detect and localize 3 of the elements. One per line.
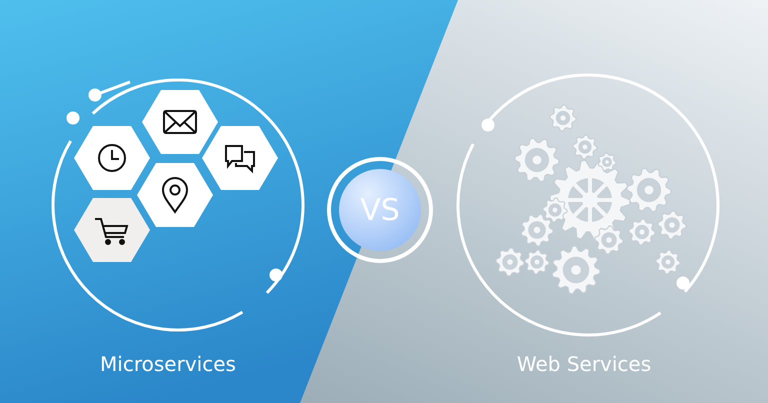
- caption-label: Web Services: [516, 352, 652, 376]
- vs-label: VS: [360, 192, 400, 228]
- caption-label: Microservices: [100, 352, 236, 376]
